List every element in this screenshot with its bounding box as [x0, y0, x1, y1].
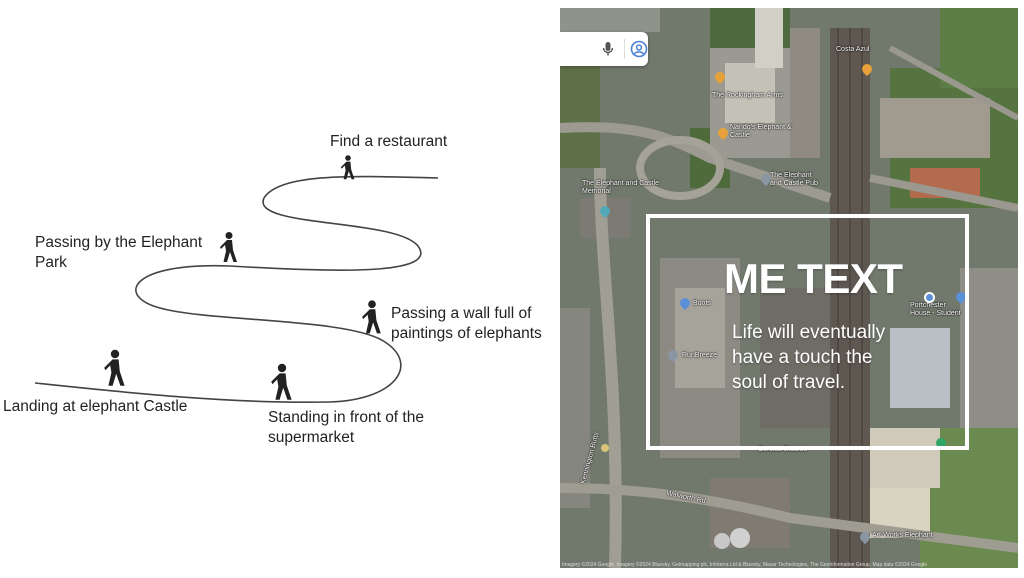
poi-portchester-line1: Portchester — [910, 302, 946, 309]
poi-nandos-line1: Nando's Elephant & — [730, 124, 792, 131]
journey-diagram: Find a restaurant Passing by the Elephan… — [3, 133, 542, 448]
label-elephant-wall-line1: Passing a wall full of — [391, 305, 532, 322]
map-attribution: Imagery ©2024 Google, Imagery ©2024 Blue… — [562, 562, 928, 568]
poi-rockingham-arms[interactable]: The Rockingham Arms — [712, 92, 783, 99]
label-landing: Landing at elephant Castle — [3, 398, 188, 415]
overlay-quote-line3: soul of travel. — [732, 372, 845, 393]
poi-elephant-pub[interactable]: The Elephant and Castle Pub — [770, 172, 818, 188]
satellite-map[interactable]: Costa Azul The Rockingham Arms Nando's E… — [560, 8, 1018, 568]
poi-nandos-line2: Castle — [730, 132, 750, 139]
label-supermarket-line1: Standing in front of the — [268, 409, 424, 426]
overlay-quote-line2: have a touch the — [732, 347, 873, 368]
map-search-bar[interactable] — [560, 32, 648, 66]
poi-portchester-line2: House - Student — [910, 310, 961, 317]
person-walking-icon — [362, 300, 381, 334]
account-icon[interactable] — [630, 40, 648, 58]
journey-path-svg — [34, 175, 439, 404]
poi-boots[interactable]: Boots — [693, 300, 711, 307]
text-overlay-frame — [646, 214, 969, 450]
poi-memorial-line2: Memorial — [582, 188, 611, 195]
overlay-title: ME TEXT — [724, 255, 903, 302]
satellite-imagery — [560, 8, 1018, 568]
mic-icon[interactable] — [602, 41, 614, 57]
poi-portchester-house[interactable]: Portchester House - Student — [910, 302, 961, 318]
poi-nandos[interactable]: Nando's Elephant & Castle — [730, 124, 792, 140]
person-walking-icon — [220, 232, 237, 262]
current-location-icon[interactable] — [924, 292, 935, 303]
label-elephant-wall: Passing a wall full of paintings of elep… — [391, 304, 542, 344]
poi-memorial[interactable]: The Elephant and Castle Memorial — [582, 180, 659, 196]
search-divider — [624, 39, 625, 59]
overlay-quote: Life will eventually have a touch the so… — [732, 320, 932, 395]
label-elephant-park-line2: Park — [35, 254, 67, 271]
poi-art-works-elephant[interactable]: Art-Works Elephant — [872, 532, 933, 539]
journey-path — [34, 175, 439, 404]
label-supermarket-line2: supermarket — [268, 429, 355, 446]
person-walking-icon — [104, 349, 125, 386]
poi-memorial-line1: The Elephant and Castle — [582, 180, 660, 187]
poi-runbreeze[interactable]: RunBreeze — [682, 352, 718, 359]
label-elephant-park: Passing by the Elephant Park — [35, 233, 202, 273]
label-supermarket: Standing in front of the supermarket — [268, 408, 424, 448]
label-elephant-wall-line2: paintings of elephants — [391, 325, 542, 342]
person-walking-icon — [340, 155, 355, 180]
label-find-restaurant: Find a restaurant — [330, 133, 448, 150]
label-elephant-park-line1: Passing by the Elephant — [35, 234, 203, 251]
poi-costa-azul[interactable]: Costa Azul — [836, 46, 870, 53]
poi-elephant-pub-line1: The Elephant — [770, 172, 812, 179]
overlay-quote-line1: Life will eventually — [732, 322, 886, 343]
person-walking-icon — [271, 363, 292, 400]
poi-elephant-pub-line2: and Castle Pub — [770, 180, 818, 187]
